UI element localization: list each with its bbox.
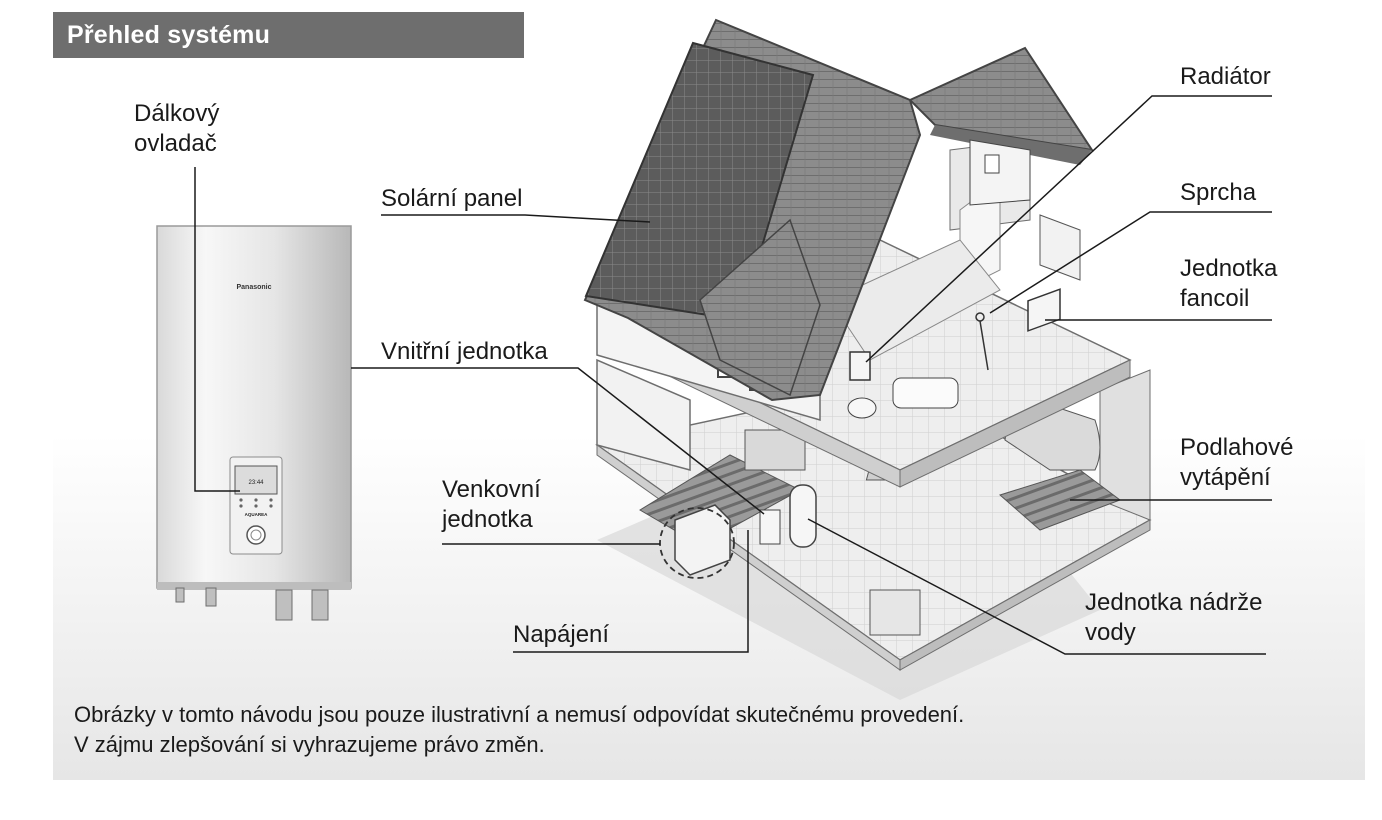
- label-indoor-unit: Vnitřní jednotka: [381, 337, 548, 367]
- label-power-supply: Napájení: [513, 620, 609, 650]
- brand-logo: Panasonic: [236, 284, 271, 291]
- label-remote-line1: Dálkový: [134, 99, 219, 129]
- label-outdoor-unit: Venkovní jednotka: [442, 475, 541, 535]
- label-outdoor-line2: jednotka: [442, 505, 541, 535]
- label-fancoil: Jednotka fancoil: [1180, 254, 1277, 314]
- label-floor-heating-line2: vytápění: [1180, 463, 1293, 493]
- label-remote-line2: ovladač: [134, 129, 219, 159]
- label-radiator: Radiátor: [1180, 62, 1271, 92]
- label-tank-line2: vody: [1085, 618, 1262, 648]
- label-fancoil-line1: Jednotka: [1180, 254, 1277, 284]
- badge-text: AQUAREA: [245, 512, 269, 517]
- label-floor-heating-line1: Podlahové: [1180, 433, 1293, 463]
- label-water-tank-unit: Jednotka nádrže vody: [1085, 588, 1262, 648]
- disclaimer: Obrázky v tomto návodu jsou pouze ilustr…: [74, 700, 964, 760]
- disclaimer-line2: V zájmu zlepšování si vyhrazujeme právo …: [74, 730, 964, 760]
- remote-display-time: 23:44: [248, 480, 264, 486]
- indoor-unit-device: Panasonic 23:44 AQUAREA: [157, 226, 351, 620]
- label-solar-panel: Solární panel: [381, 184, 522, 214]
- label-remote-controller: Dálkový ovladač: [134, 99, 219, 159]
- label-fancoil-line2: fancoil: [1180, 284, 1277, 314]
- label-shower: Sprcha: [1180, 178, 1256, 208]
- label-tank-line1: Jednotka nádrže: [1085, 588, 1262, 618]
- label-outdoor-line1: Venkovní: [442, 475, 541, 505]
- disclaimer-line1: Obrázky v tomto návodu jsou pouze ilustr…: [74, 700, 964, 730]
- label-floor-heating: Podlahové vytápění: [1180, 433, 1293, 493]
